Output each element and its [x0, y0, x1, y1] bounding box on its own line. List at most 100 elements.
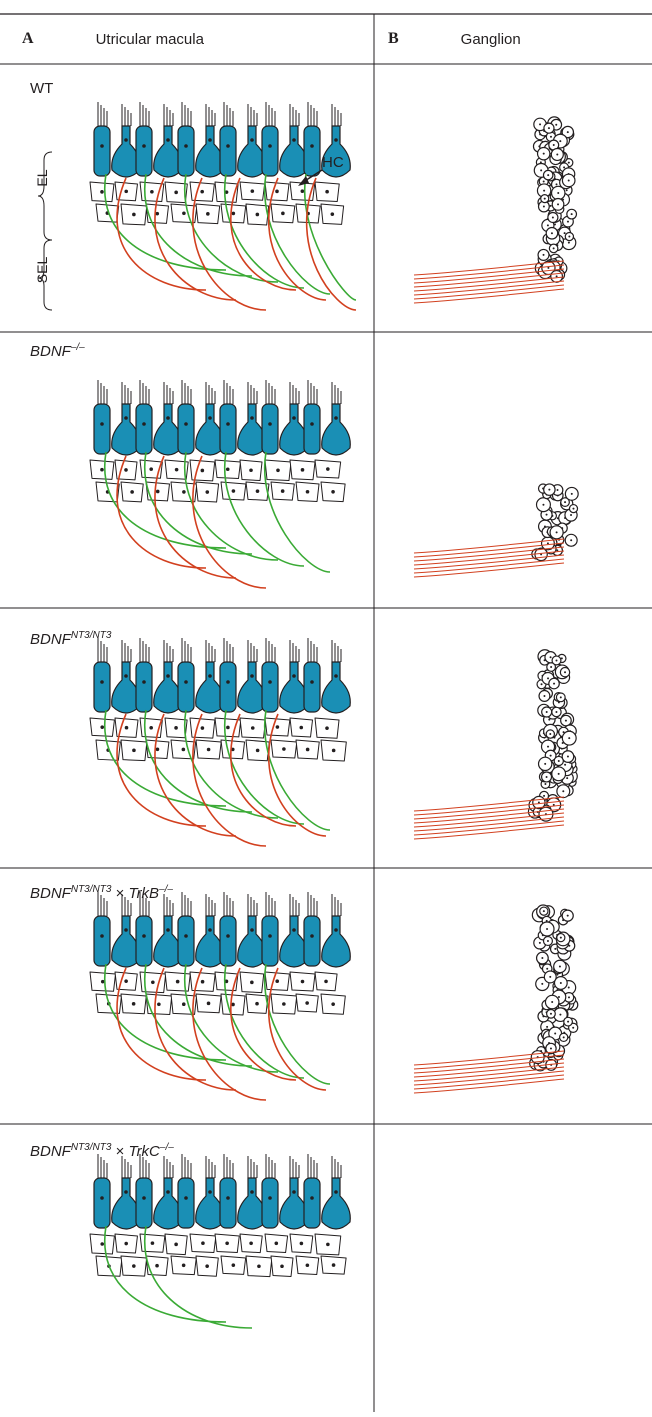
ganglion-nucleus	[550, 1047, 552, 1049]
ganglion-nucleus	[554, 948, 556, 950]
ganglion-nucleus	[546, 928, 548, 930]
nucleus	[166, 1190, 170, 1194]
ganglion-nucleus	[555, 711, 557, 713]
nucleus	[207, 1002, 211, 1006]
panel-b-letter: B	[388, 30, 399, 48]
nucleus	[142, 680, 146, 684]
hair-cell-type2	[262, 1178, 278, 1228]
nucleus	[332, 1263, 336, 1267]
hair-cell-type2	[178, 662, 194, 712]
nucleus	[142, 144, 146, 148]
nucleus	[201, 1241, 205, 1245]
nucleus	[281, 489, 285, 493]
nucleus	[166, 928, 170, 932]
ganglion-nucleus	[555, 124, 557, 126]
nucleus	[292, 138, 296, 142]
ganglion-nucleus	[567, 756, 569, 758]
nucleus	[100, 1196, 104, 1200]
nucleus	[310, 1196, 314, 1200]
ganglion-nucleus	[546, 968, 548, 970]
nucleus	[174, 1243, 178, 1247]
nucleus	[226, 422, 230, 426]
ganglion-nucleus	[565, 720, 567, 722]
nucleus	[132, 749, 136, 753]
ganglion-nucleus	[547, 940, 549, 942]
nucleus	[100, 144, 104, 148]
nucleus	[174, 191, 178, 195]
nucleus	[310, 680, 314, 684]
ganglion-nucleus	[543, 180, 545, 182]
nucleus	[306, 748, 310, 752]
ganglion-nucleus	[571, 213, 573, 215]
nucleus	[250, 416, 254, 420]
nucleus	[184, 934, 188, 938]
nucleus	[100, 422, 104, 426]
ganglion-nucleus	[546, 1026, 548, 1028]
ganglion-nucleus	[550, 136, 552, 138]
nucleus	[100, 1242, 104, 1246]
ganglion-nucleus	[557, 192, 559, 194]
ganglion-nucleus	[550, 666, 552, 668]
ganglion-wt	[414, 117, 576, 303]
nucleus	[306, 490, 310, 494]
nucleus	[155, 1264, 159, 1268]
ganglion-nucleus	[550, 205, 552, 207]
nucleus	[124, 138, 128, 142]
ganglion-nucleus	[568, 179, 570, 181]
nucleus	[275, 979, 279, 983]
hair-cell-type2	[136, 916, 152, 966]
nucleus	[151, 981, 155, 985]
ganglion-nucleus	[552, 216, 554, 218]
ganglion-nucleus	[560, 937, 562, 939]
ganglion-nucleus	[560, 982, 562, 984]
hc-label: HC	[322, 154, 344, 171]
ganglion-nucleus	[553, 683, 555, 685]
row-label-bdnf-nt3-trkc: BDNFNT3/NT3 × TrkC–/–	[30, 1142, 174, 1160]
nucleus	[100, 680, 104, 684]
nucleus	[324, 980, 328, 984]
nucleus	[334, 1190, 338, 1194]
ganglion-nucleus	[558, 996, 560, 998]
nucleus	[326, 1243, 330, 1247]
hair-cell-type2	[262, 404, 278, 454]
nucleus	[310, 422, 314, 426]
nucleus	[149, 726, 153, 730]
row-label-trkc-times: ×	[111, 1143, 128, 1160]
nucleus	[132, 1264, 136, 1268]
hair-cell-type2	[304, 404, 320, 454]
ganglion-nucleus	[563, 166, 565, 168]
nucleus	[201, 726, 205, 730]
panel-a-header: A Utricular macula	[22, 14, 204, 64]
nucleus	[208, 138, 212, 142]
nucleus	[182, 211, 186, 215]
nucleus	[174, 726, 178, 730]
hair-cell-type2	[178, 1178, 194, 1228]
nucleus	[184, 144, 188, 148]
ganglion-nucleus	[547, 224, 549, 226]
nucleus	[166, 138, 170, 142]
ganglion-nucleus	[547, 677, 549, 679]
nucleus	[124, 416, 128, 420]
nucleus	[249, 1242, 253, 1246]
ganglion-nucleus	[548, 719, 550, 721]
nucleus	[226, 934, 230, 938]
ganglion-nucleus	[572, 508, 574, 510]
ganglion-nucleus	[566, 189, 568, 191]
nucleus	[299, 726, 303, 730]
row-label-bdnf-ko-sup: –/–	[71, 342, 85, 353]
hair-cell-type2	[220, 662, 236, 712]
nucleus	[157, 1002, 161, 1006]
nucleus	[208, 674, 212, 678]
nucleus	[250, 928, 254, 932]
row-label-trkc-sup2: –/–	[160, 1142, 174, 1153]
nucleus	[207, 748, 211, 752]
nucleus	[250, 981, 254, 985]
nucleus	[331, 212, 335, 216]
nucleus	[184, 680, 188, 684]
nucleus	[325, 190, 329, 194]
nucleus	[142, 934, 146, 938]
ganglion-nucleus	[543, 205, 545, 207]
ganglion-nucleus	[541, 983, 543, 985]
